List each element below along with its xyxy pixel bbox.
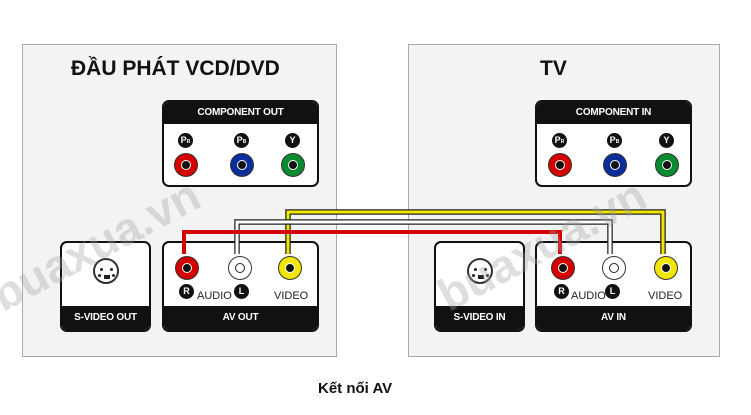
av-in-footer: AV IN bbox=[537, 306, 690, 330]
pb-in-jack[interactable] bbox=[603, 153, 627, 177]
av-out-panel: R AUDIO L VIDEO AV OUT bbox=[162, 241, 319, 332]
av-in-panel: R AUDIO L VIDEO AV IN bbox=[535, 241, 692, 332]
av-out-footer: AV OUT bbox=[164, 306, 317, 330]
svideo-out-panel: S-VIDEO OUT bbox=[60, 241, 151, 332]
diagram-caption: Kết nối AV bbox=[318, 380, 393, 397]
audio-label: AUDIO bbox=[197, 290, 232, 302]
player-title: ĐẦU PHÁT VCD/DVD bbox=[71, 57, 280, 80]
y-badge: Y bbox=[285, 133, 300, 148]
svideo-in-panel: S-VIDEO IN bbox=[434, 241, 525, 332]
l-badge: L bbox=[605, 284, 620, 299]
s-video-connector-icon[interactable] bbox=[467, 258, 493, 284]
audio-l-out-jack[interactable] bbox=[228, 256, 252, 280]
audio-r-out-jack[interactable] bbox=[175, 256, 199, 280]
pr-out-jack[interactable] bbox=[174, 153, 198, 177]
video-out-jack[interactable] bbox=[278, 256, 302, 280]
video-in-jack[interactable] bbox=[654, 256, 678, 280]
video-label: VIDEO bbox=[274, 290, 309, 302]
y-out-jack[interactable] bbox=[281, 153, 305, 177]
audio-r-in-jack[interactable] bbox=[551, 256, 575, 280]
svideo-out-footer: S-VIDEO OUT bbox=[62, 306, 149, 330]
pb-out-jack[interactable] bbox=[230, 153, 254, 177]
r-badge: R bbox=[554, 284, 569, 299]
svideo-in-footer: S-VIDEO IN bbox=[436, 306, 523, 330]
component-in-header: COMPONENT IN bbox=[537, 102, 690, 124]
audio-label: AUDIO bbox=[571, 290, 606, 302]
audio-l-in-jack[interactable] bbox=[602, 256, 626, 280]
s-video-connector-icon[interactable] bbox=[93, 258, 119, 284]
y-in-jack[interactable] bbox=[655, 153, 679, 177]
y-badge: Y bbox=[659, 133, 674, 148]
tv-title: TV bbox=[540, 57, 567, 80]
video-label: VIDEO bbox=[648, 290, 683, 302]
component-out-header: COMPONENT OUT bbox=[164, 102, 317, 124]
l-badge: L bbox=[234, 284, 249, 299]
r-badge: R bbox=[179, 284, 194, 299]
pr-in-jack[interactable] bbox=[548, 153, 572, 177]
